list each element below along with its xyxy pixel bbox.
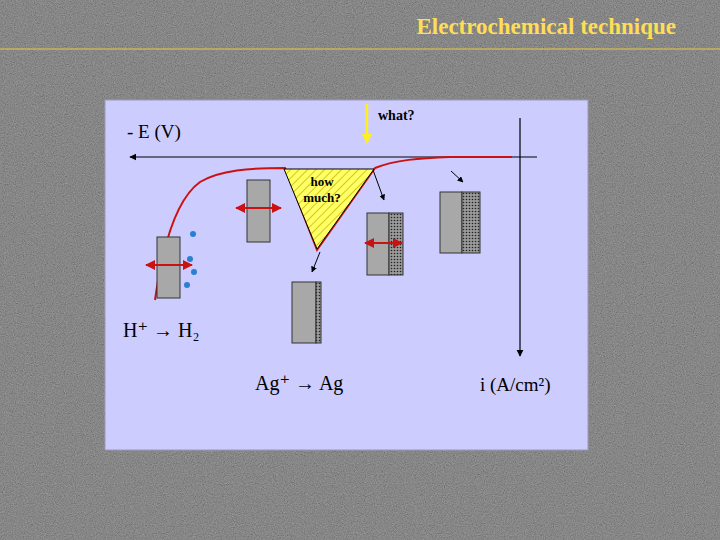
axis-label: i (A/cm²) bbox=[480, 374, 551, 396]
reaction-label: H⁺ → H₂ bbox=[123, 318, 199, 342]
callout: what? bbox=[378, 108, 415, 124]
reaction-label: Ag⁺ → Ag bbox=[255, 371, 343, 395]
hatched-triangle: how much? bbox=[283, 168, 375, 250]
slide-title: Electrochemical technique bbox=[416, 14, 676, 40]
axis-label: - E (V) bbox=[127, 121, 181, 143]
node-text: how much? bbox=[294, 174, 350, 206]
